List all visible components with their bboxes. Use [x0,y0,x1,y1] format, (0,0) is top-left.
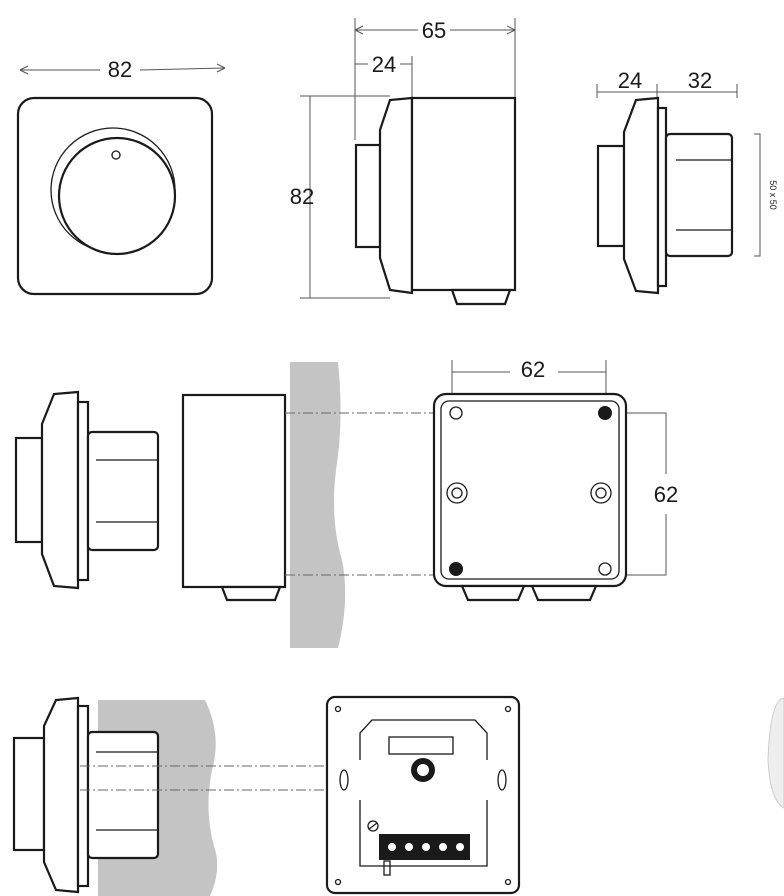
mount-hole-top-left [449,406,463,420]
side2-knob [596,144,626,248]
box-vertical-dimension-line [610,412,667,576]
side-body [410,96,517,292]
assembly-terminal [220,585,282,602]
wire-lead [383,860,391,876]
box-horizontal-dimension-line [451,360,607,400]
partial-photo-edge [767,697,784,809]
box-terminal-left [460,584,526,602]
assembly-body [181,393,287,589]
back-plate [325,695,521,895]
side2-box-size-label: 50 x 50 [768,180,778,210]
front-width-dimension-line [20,67,226,71]
mounting-box: 62 62 [432,357,678,602]
inwall-insert [86,730,160,860]
side2-back-depth-label: 32 [688,68,712,93]
box-inner [440,400,620,580]
side-view: 65 24 82 [290,18,517,306]
back-plate-outline [325,695,521,895]
front-width-label: 82 [108,57,132,82]
assembly-knob [14,436,44,544]
in-wall-view [12,696,420,896]
side-knob [354,143,382,249]
front-view: 82 [16,57,226,296]
assembly-insert [86,430,160,552]
side-view-2: 24 32 50 x 50 [596,68,778,295]
knob-indicator [111,150,121,160]
label-area [388,736,454,755]
side-knob-depth-label: 24 [372,52,396,77]
box-horizontal-spacing-label: 62 [521,357,545,382]
knockout-left [446,482,468,504]
mount-hole-bottom-right [598,562,612,576]
side2-front-depth-label: 24 [618,68,642,93]
screw-slot-right [497,769,507,791]
assembly-plate [40,390,80,590]
fixing-screw [367,820,379,832]
side-height-label: 82 [290,184,314,209]
inwall-plate [42,696,80,894]
mount-hole-top-right [598,406,612,420]
side-total-depth-label: 65 [422,18,446,43]
inwall-knob [12,736,46,852]
side-plate [378,96,414,295]
wall-section [290,362,346,648]
box-vertical-spacing-label: 62 [654,482,678,507]
box-outer [432,392,628,588]
knockout-right [590,482,612,504]
side2-plate [622,96,660,295]
box-terminal-right [530,584,598,602]
knob [57,136,177,256]
mounting-assembly [14,362,660,648]
mount-hole-bottom-left [449,562,463,576]
screw-slot-left [339,769,349,791]
side-height-dimension-line [300,95,390,299]
side-terminal [450,288,512,306]
side2-box [664,132,734,258]
